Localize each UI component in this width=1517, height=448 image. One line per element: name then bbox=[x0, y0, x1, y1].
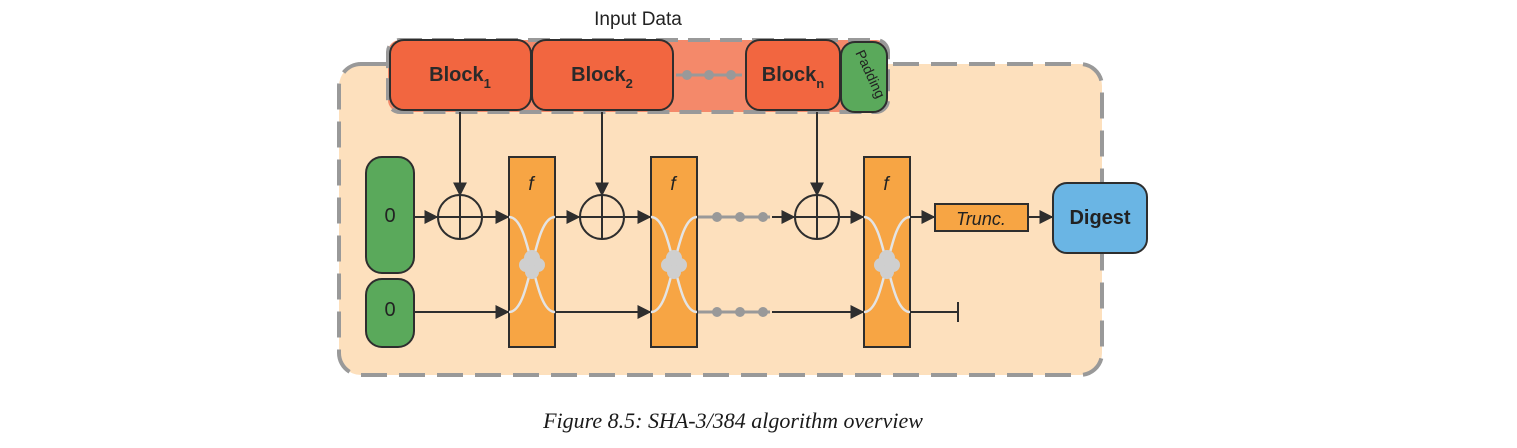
data-flow-lines bbox=[414, 112, 1054, 322]
permutation-mixing-icon bbox=[874, 250, 900, 279]
xor-n bbox=[794, 194, 840, 240]
permutation-mixing-icon bbox=[661, 250, 687, 279]
block-ellipsis bbox=[676, 70, 742, 80]
xor-1 bbox=[437, 194, 483, 240]
svg-text:f: f bbox=[883, 174, 890, 195]
block-2-label: Block2 bbox=[571, 64, 633, 91]
block-1: Block1 bbox=[389, 39, 532, 111]
initial-capacity-zero: 0 bbox=[365, 278, 415, 348]
svg-text:Trunc.: Trunc. bbox=[956, 209, 1006, 229]
permutation-f-2: f bbox=[650, 156, 698, 348]
svg-text:f: f bbox=[528, 174, 535, 195]
stage-ellipsis-bottom bbox=[698, 307, 770, 317]
padding-block: Padding bbox=[840, 41, 889, 113]
permutation-mixing-icon bbox=[519, 250, 545, 279]
block-1-label: Block1 bbox=[429, 64, 491, 91]
xor-nodes bbox=[437, 194, 840, 240]
figure-caption: Figure 8.5: SHA-3/384 algorithm overview bbox=[543, 408, 923, 433]
permutation-f-1: f bbox=[508, 156, 556, 348]
svg-text:Digest: Digest bbox=[1069, 207, 1130, 229]
initial-rate-zero: 0 bbox=[365, 156, 415, 274]
xor-2 bbox=[579, 194, 625, 240]
svg-text:f: f bbox=[670, 174, 677, 195]
digest-box: Digest bbox=[1052, 182, 1148, 254]
truncation-box: Trunc. bbox=[934, 203, 1029, 232]
svg-text:0: 0 bbox=[384, 205, 395, 227]
input-data-label: Input Data bbox=[594, 9, 682, 30]
block-2: Block2 bbox=[531, 39, 674, 111]
block-n: Blockn bbox=[745, 39, 841, 111]
permutation-f-n: f bbox=[863, 156, 911, 348]
svg-text:0: 0 bbox=[384, 299, 395, 321]
block-n-label: Blockn bbox=[762, 64, 824, 91]
stage-ellipsis-top bbox=[698, 212, 770, 222]
